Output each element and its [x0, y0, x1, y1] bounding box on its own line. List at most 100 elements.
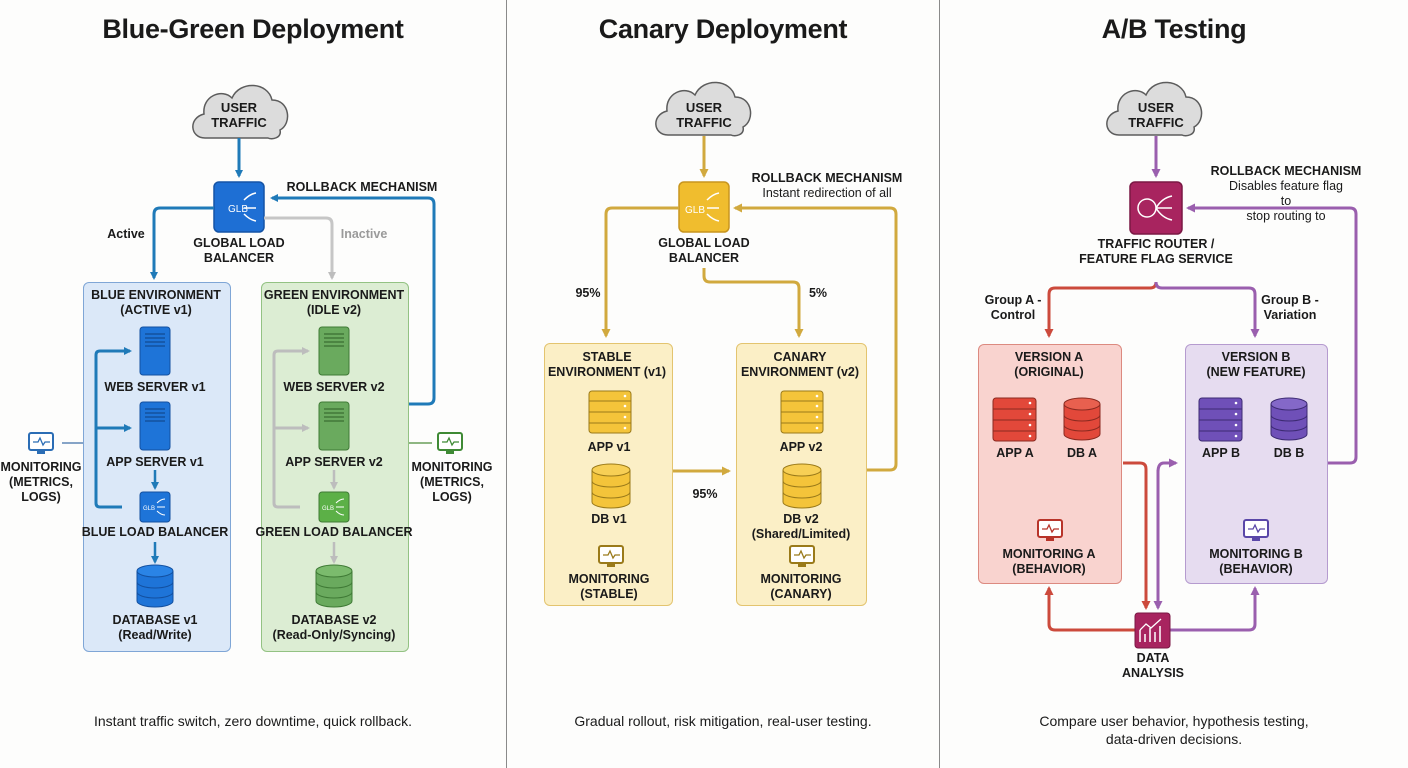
- svg-text:GLB: GLB: [228, 204, 248, 215]
- monitoring-b-label: MONITORING B (BEHAVIOR): [1209, 547, 1303, 576]
- user-traffic-label: USER TRAFFIC: [211, 100, 267, 130]
- active-label: Active: [107, 227, 145, 241]
- panel-caption: Compare user behavior, hypothesis testin…: [1039, 713, 1309, 747]
- stable-env-title: STABLE ENVIRONMENT (v1): [547, 350, 667, 379]
- cloud-icon: [655, 81, 752, 137]
- svg-text:GLB: GLB: [143, 506, 155, 512]
- monitoring-b-icon: [1243, 519, 1269, 541]
- monitoring-a-icon: [1037, 519, 1063, 541]
- version-a-box: [978, 344, 1122, 584]
- user-traffic-label: USER TRAFFIC: [676, 100, 732, 130]
- panel-caption: Instant traffic switch, zero downtime, q…: [94, 713, 412, 729]
- ab-icons: [992, 397, 1308, 649]
- arrow-inactive: [264, 216, 336, 280]
- env-internals: GLB GLB: [28, 326, 463, 608]
- app-server-v2-icon: [318, 401, 350, 451]
- db-v2-label: DB v2 (Shared/Limited): [751, 512, 851, 541]
- traffic-router-icon: [1129, 181, 1183, 235]
- app-server-v1-label: APP SERVER v1: [106, 455, 204, 469]
- web-server-v2-label: WEB SERVER v2: [283, 380, 385, 394]
- arrow-analysis-to-monitoring-b: [1168, 586, 1260, 632]
- arrow-rollback: [270, 194, 436, 406]
- ab-connectors: [1044, 81, 1358, 632]
- db-a-icon: [1063, 397, 1101, 441]
- monitoring-left-label: MONITORING (METRICS, LOGS): [0, 460, 82, 504]
- arrow-group-b: [1154, 281, 1260, 338]
- green-env-title: GREEN ENVIRONMENT (IDLE v2): [263, 288, 405, 317]
- canary-connectors: GLB: [601, 81, 898, 476]
- group-b-label: Group B - Variation: [1261, 293, 1319, 322]
- database-v1-icon: [136, 564, 174, 608]
- app-v1-icon: [588, 390, 632, 434]
- app-v2-label: APP v2: [779, 440, 823, 454]
- arrow-rollback: [1186, 203, 1358, 465]
- panel-title: A/B Testing: [1101, 14, 1247, 44]
- db-b-label: DB B: [1273, 446, 1305, 460]
- arrow-analysis-to-monitoring-a: [1044, 586, 1136, 632]
- app-a-label: APP A: [996, 446, 1034, 460]
- web-server-v1-icon: [139, 326, 171, 376]
- db-b-icon: [1270, 397, 1308, 441]
- divider: [506, 0, 507, 768]
- app-server-v2-label: APP SERVER v2: [285, 455, 383, 469]
- web-server-v1-label: WEB SERVER v1: [104, 380, 206, 394]
- arrow-5: [702, 268, 804, 338]
- arrow-rollback: [733, 203, 898, 472]
- divider: [939, 0, 940, 768]
- app-v2-icon: [780, 390, 824, 434]
- panel-canary: Canary Deployment GLB USER TRAFFIC GLOBA…: [507, 0, 939, 768]
- db-a-label: DB A: [1066, 446, 1098, 460]
- arrow-active: [150, 206, 214, 280]
- monitoring-stable-icon: [598, 545, 624, 567]
- panel-title: Canary Deployment: [598, 14, 848, 44]
- green-lb-label: GREEN LOAD BALANCER: [255, 525, 413, 539]
- monitoring-right-icon: [437, 432, 463, 454]
- inactive-label: Inactive: [340, 227, 388, 241]
- panel-ab-testing: A/B Testing USER TRAFFIC TRAFFIC ROUTER …: [940, 0, 1408, 768]
- monitoring-a-label: MONITORING A (BEHAVIOR): [1002, 547, 1096, 576]
- app-a-icon: [992, 397, 1037, 442]
- web-server-v2-icon: [318, 326, 350, 376]
- glb-icon: GLB: [678, 181, 730, 233]
- panel-title: Blue-Green Deployment: [102, 14, 404, 44]
- version-b-box: [1185, 344, 1328, 584]
- data-analysis-icon: [1134, 612, 1171, 649]
- version-b-title: VERSION B (NEW FEATURE): [1206, 350, 1306, 379]
- data-analysis-label: DATA ANALYSIS: [1121, 651, 1185, 680]
- panel-blue-green: Blue-Green Deployment GLB USER TRAFFIC G…: [0, 0, 506, 768]
- rollback-sublabel: Disables feature flag to stop routing to: [1229, 179, 1343, 223]
- monitoring-canary-icon: [789, 545, 815, 567]
- canary-icons: [588, 390, 824, 567]
- rollback-sublabel: Instant redirection of all: [762, 186, 892, 200]
- monitoring-left-icon: [28, 432, 54, 454]
- canary-env-title: CANARY ENVIRONMENT (v2): [740, 350, 860, 379]
- database-v2-label: DATABASE v2 (Read-Only/Syncing): [272, 613, 396, 642]
- glb-label: GLOBAL LOAD BALANCER: [658, 236, 750, 265]
- monitoring-canary-label: MONITORING (CANARY): [760, 572, 842, 601]
- version-a-title: VERSION A (ORIGINAL): [1014, 350, 1084, 379]
- svg-text:GLB: GLB: [685, 205, 705, 216]
- db-v1-label: DB v1: [591, 512, 627, 526]
- arrow-a-to-analysis: [1123, 461, 1151, 610]
- rollback-label: ROLLBACK MECHANISM: [751, 171, 903, 185]
- group-a-label: Group A - Control: [984, 293, 1042, 322]
- arrow-95: [601, 206, 679, 338]
- app-v1-label: APP v1: [587, 440, 631, 454]
- database-v1-label: DATABASE v1 (Read/Write): [112, 613, 198, 642]
- glb-label: GLOBAL LOAD BALANCER: [193, 236, 285, 265]
- rollback-label: ROLLBACK MECHANISM: [1210, 164, 1362, 178]
- blue-green-connectors: GLB: [62, 84, 436, 444]
- router-label: TRAFFIC ROUTER / FEATURE FLAG SERVICE: [1079, 237, 1233, 266]
- app-server-v1-icon: [139, 401, 171, 451]
- app-b-label: APP B: [1202, 446, 1240, 460]
- monitoring-right-label: MONITORING (METRICS, LOGS): [411, 460, 493, 504]
- green-lb-icon: GLB: [318, 491, 350, 523]
- app-b-icon: [1198, 397, 1243, 442]
- svg-text:GLB: GLB: [322, 506, 334, 512]
- cloud-icon: [1106, 81, 1203, 137]
- split-canary-label: 5%: [808, 286, 828, 300]
- between-env-label: 95%: [692, 487, 718, 501]
- split-stable-label: 95%: [575, 286, 601, 300]
- user-traffic-label: USER TRAFFIC: [1128, 100, 1184, 130]
- rollback-label: ROLLBACK MECHANISM: [286, 180, 438, 194]
